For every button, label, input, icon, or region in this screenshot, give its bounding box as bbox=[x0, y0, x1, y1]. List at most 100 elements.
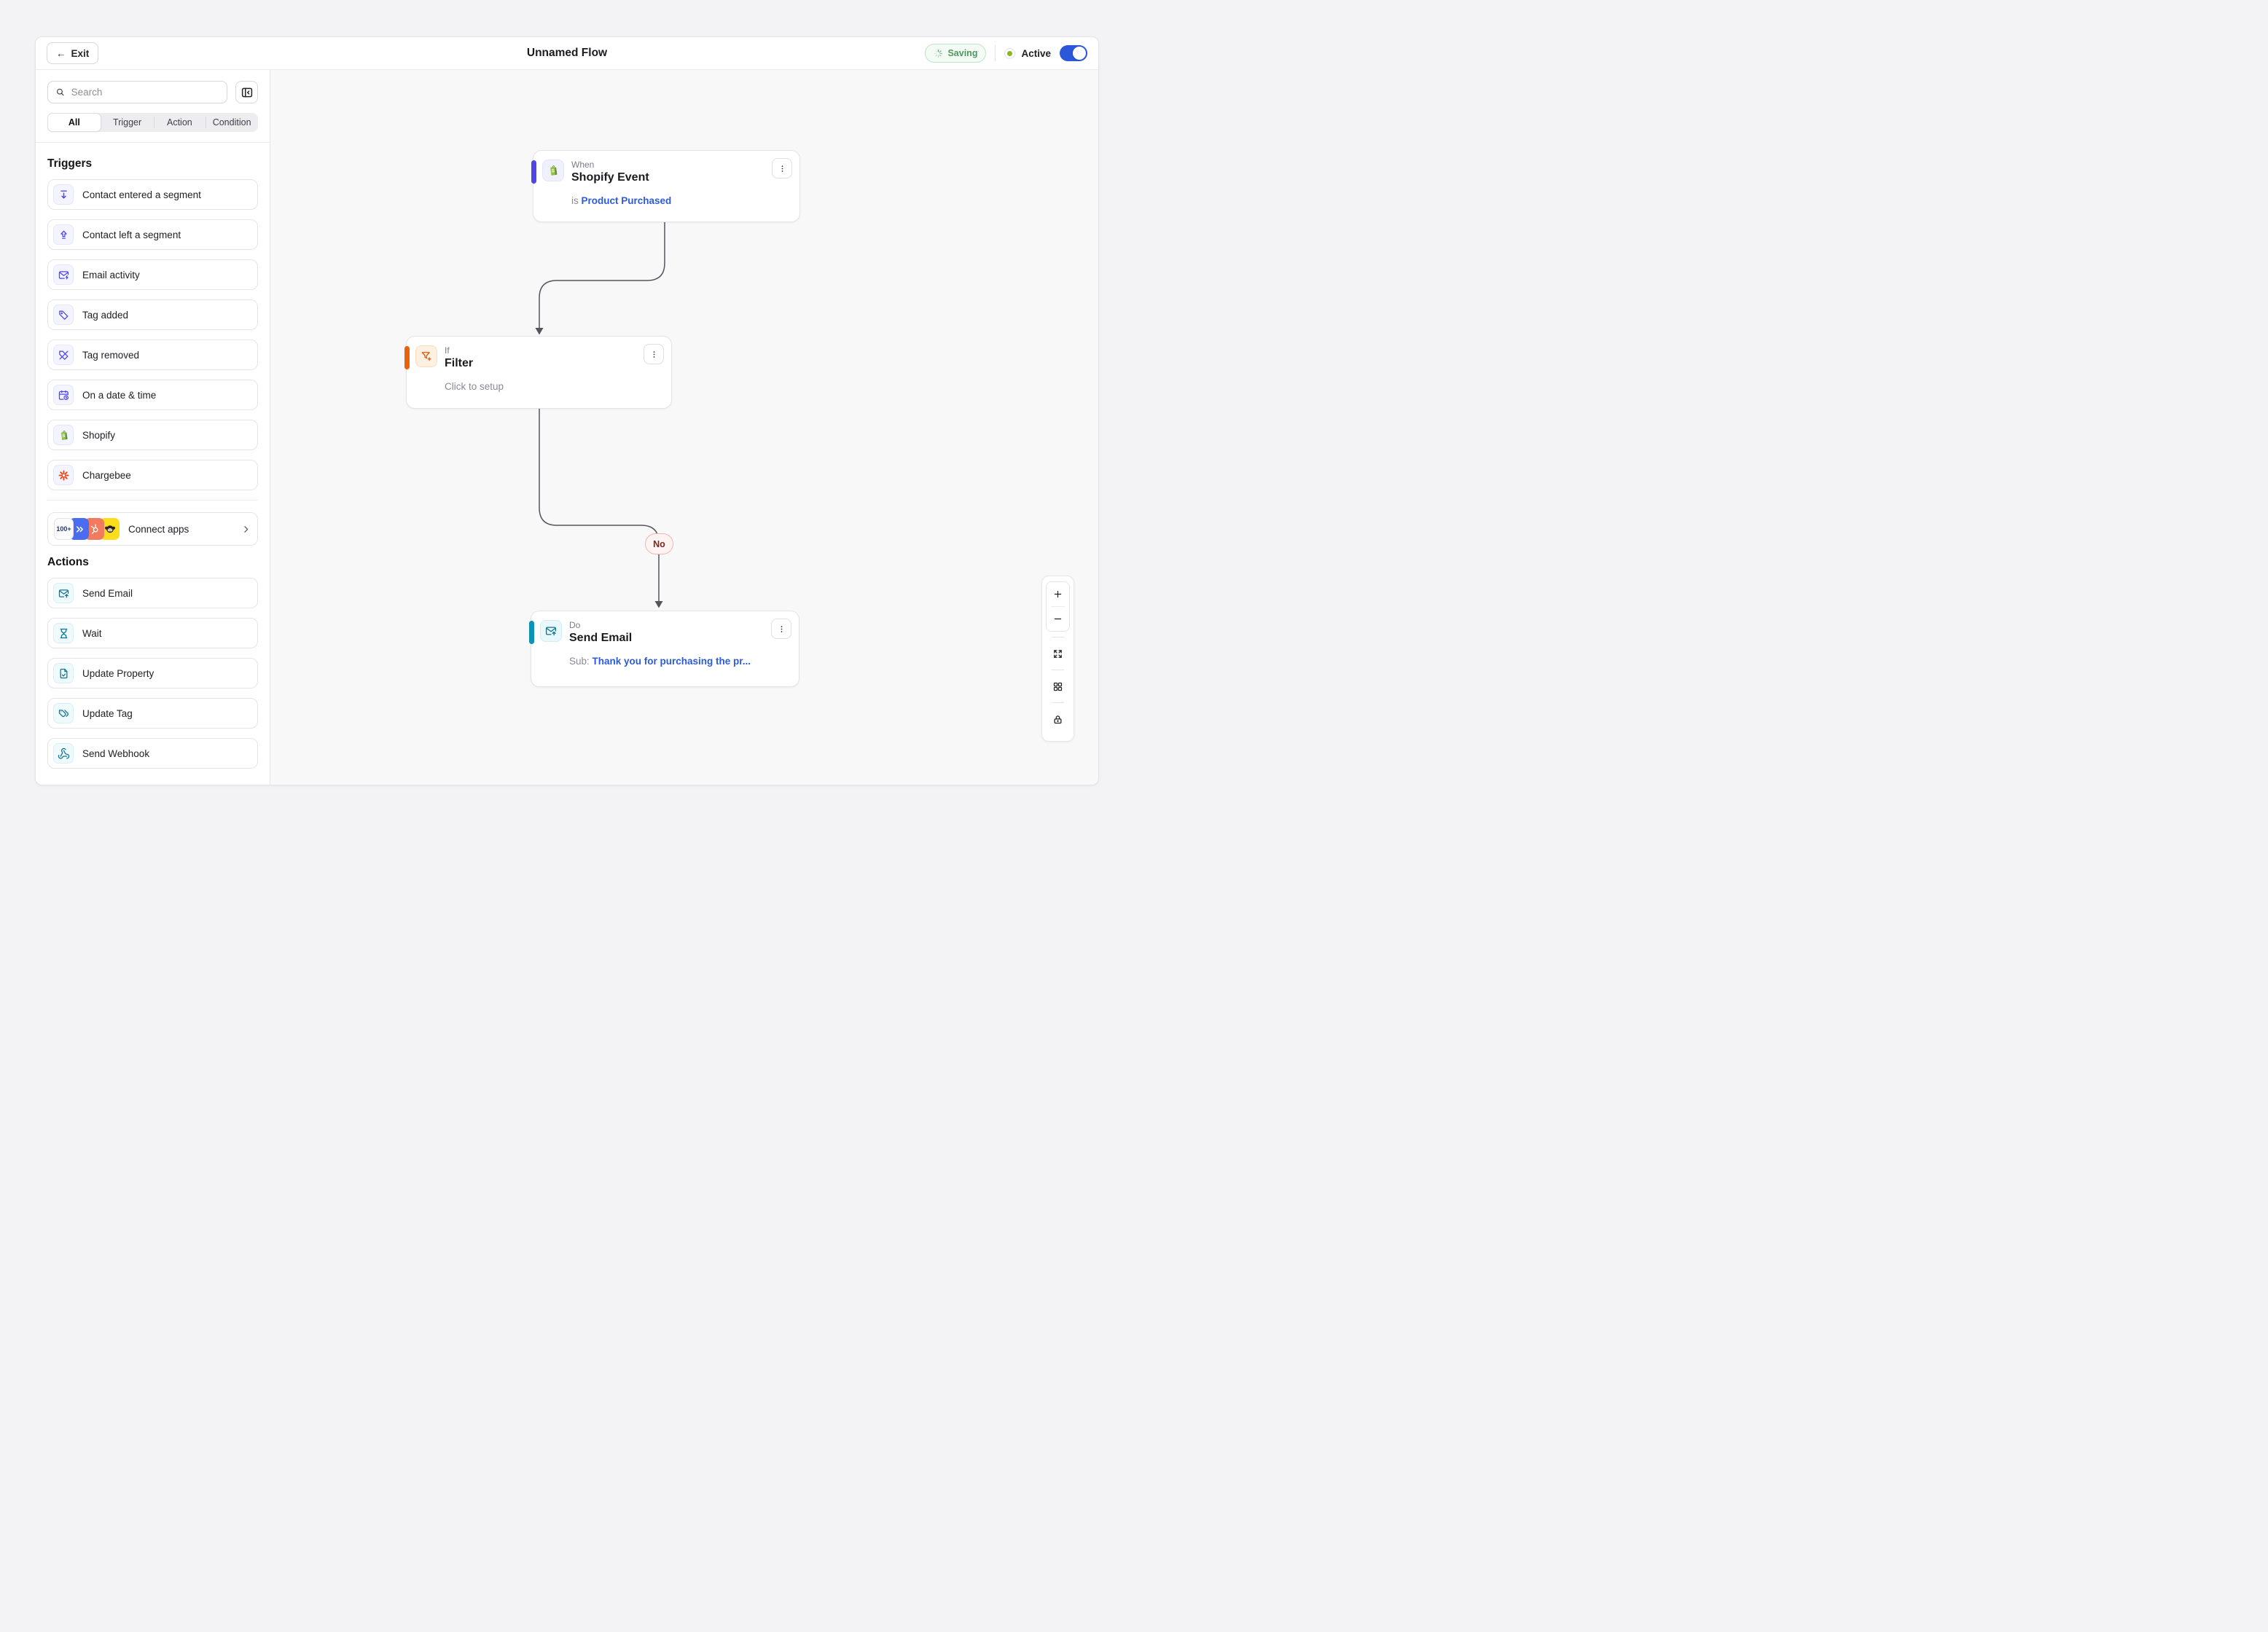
action-item[interactable]: Send Email bbox=[47, 578, 258, 608]
active-toggle[interactable] bbox=[1060, 45, 1087, 61]
action-item[interactable]: Send Webhook bbox=[47, 738, 258, 769]
apps-count-badge: 100+ bbox=[54, 518, 74, 540]
node-accent-bar bbox=[531, 160, 536, 184]
search-icon bbox=[55, 87, 66, 98]
lock-canvas-button[interactable] bbox=[1046, 708, 1070, 730]
flow-builder-window: ← Exit Unnamed Flow Saving Active bbox=[35, 36, 1099, 785]
trigger-item-icon bbox=[53, 345, 74, 365]
node-trigger-shopify-event[interactable]: When Shopify Event is Product Purchased bbox=[531, 150, 800, 222]
connect-apps-label: Connect apps bbox=[128, 523, 189, 535]
node-title: Filter bbox=[445, 357, 474, 369]
fit-view-button[interactable] bbox=[1046, 643, 1070, 664]
node-accent-bar bbox=[528, 621, 534, 644]
status-dot-icon bbox=[1004, 47, 1016, 59]
trigger-item[interactable]: Tag added bbox=[47, 299, 258, 330]
topbar: ← Exit Unnamed Flow Saving Active bbox=[36, 37, 1098, 70]
divider bbox=[995, 45, 996, 61]
shopify-icon bbox=[542, 160, 564, 181]
divider bbox=[1052, 702, 1064, 703]
action-item-icon bbox=[53, 703, 74, 723]
filter-tab[interactable]: All bbox=[47, 113, 101, 132]
chevron-right-icon bbox=[241, 524, 251, 535]
divider bbox=[1052, 637, 1064, 638]
node-menu-button[interactable] bbox=[644, 344, 664, 364]
exit-button[interactable]: ← Exit bbox=[47, 42, 99, 64]
node-menu-button[interactable] bbox=[771, 619, 791, 639]
node-sub-prefix: Sub: bbox=[569, 655, 593, 667]
active-status: Active bbox=[1004, 47, 1051, 59]
zoom-out-button[interactable] bbox=[1047, 607, 1069, 631]
saving-status-badge: Saving bbox=[925, 44, 987, 63]
node-sub-link[interactable]: Thank you for purchasing the pr... bbox=[592, 655, 751, 667]
node-setup-hint: Click to setup bbox=[445, 380, 504, 392]
steps-sidebar: All Trigger Action Condition bbox=[36, 70, 270, 785]
action-item-icon bbox=[53, 663, 74, 683]
trigger-item[interactable]: On a date & time bbox=[47, 380, 258, 410]
divider bbox=[47, 500, 258, 501]
trigger-item-icon bbox=[53, 385, 74, 405]
node-title: Shopify Event bbox=[571, 171, 649, 184]
node-accent-bar bbox=[404, 346, 410, 369]
filter-tabs: All Trigger Action Condition bbox=[47, 113, 258, 132]
steps-list: Triggers Contact entered a segment Conta… bbox=[36, 143, 270, 785]
action-item[interactable]: Update Property bbox=[47, 658, 258, 688]
trigger-item-icon bbox=[53, 465, 74, 485]
trigger-item[interactable]: Contact left a segment bbox=[47, 219, 258, 250]
trigger-item-icon bbox=[53, 425, 74, 445]
spinner-icon bbox=[934, 49, 943, 58]
filter-plus-icon bbox=[415, 345, 437, 367]
node-sub-prefix: is bbox=[571, 195, 582, 206]
triggers-list: Contact entered a segment Contact left a… bbox=[47, 179, 258, 490]
connect-apps-item[interactable]: 100+ Connect apps bbox=[47, 512, 258, 546]
triggers-heading: Triggers bbox=[47, 157, 93, 170]
divider bbox=[36, 142, 270, 143]
mail-up-icon bbox=[540, 620, 562, 642]
canvas-controls bbox=[1041, 576, 1074, 742]
lock-icon bbox=[1052, 714, 1063, 725]
filter-tab[interactable]: Action bbox=[153, 113, 206, 132]
action-item[interactable]: Wait bbox=[47, 618, 258, 648]
edge-label-no: No bbox=[645, 533, 673, 554]
app-logos: 100+ bbox=[54, 518, 120, 540]
trigger-item-icon bbox=[53, 305, 74, 325]
saving-label: Saving bbox=[947, 48, 978, 58]
panel-collapse-icon bbox=[241, 86, 254, 99]
minus-icon bbox=[1052, 613, 1063, 624]
node-kind-label: If bbox=[445, 345, 450, 356]
node-kind-label: Do bbox=[569, 620, 581, 630]
node-sub-link[interactable]: Product Purchased bbox=[581, 195, 672, 206]
active-label: Active bbox=[1021, 47, 1051, 59]
action-item-icon bbox=[53, 623, 74, 643]
node-title: Send Email bbox=[569, 632, 633, 644]
actions-heading: Actions bbox=[47, 556, 89, 568]
node-kind-label: When bbox=[571, 160, 595, 170]
search-input[interactable] bbox=[71, 87, 219, 98]
action-item-icon bbox=[53, 583, 74, 603]
zoom-in-button[interactable] bbox=[1047, 582, 1069, 606]
filter-tab[interactable]: Condition bbox=[206, 113, 258, 132]
back-arrow-icon: ← bbox=[56, 47, 66, 59]
actions-list: Send Email Wait Update Property bbox=[47, 578, 258, 769]
node-action-send-email[interactable]: Do Send Email Sub: Thank you for purchas… bbox=[528, 611, 799, 687]
auto-layout-button[interactable] bbox=[1046, 675, 1070, 697]
exit-label: Exit bbox=[71, 47, 90, 59]
trigger-item[interactable]: Contact entered a segment bbox=[47, 179, 258, 210]
node-condition-filter[interactable]: If Filter Click to setup bbox=[404, 336, 672, 409]
trigger-item[interactable]: Tag removed bbox=[47, 340, 258, 370]
trigger-item[interactable]: Chargebee bbox=[47, 460, 258, 490]
trigger-item-icon bbox=[53, 264, 74, 285]
action-item-icon bbox=[53, 743, 74, 764]
filter-tab[interactable]: Trigger bbox=[113, 117, 142, 128]
search-input-wrap bbox=[47, 81, 227, 103]
trigger-item[interactable]: Shopify bbox=[47, 420, 258, 450]
expand-icon bbox=[1052, 648, 1063, 659]
trigger-item[interactable]: Email activity bbox=[47, 259, 258, 290]
trigger-item-icon bbox=[53, 184, 74, 205]
collapse-sidebar-button[interactable] bbox=[235, 81, 258, 103]
flow-canvas[interactable]: When Shopify Event is Product Purchased … bbox=[270, 70, 1098, 785]
plus-icon bbox=[1052, 589, 1063, 600]
action-item[interactable]: Update Tag bbox=[47, 698, 258, 729]
grid-icon bbox=[1052, 681, 1063, 692]
trigger-item-icon bbox=[53, 224, 74, 245]
node-menu-button[interactable] bbox=[772, 158, 792, 178]
